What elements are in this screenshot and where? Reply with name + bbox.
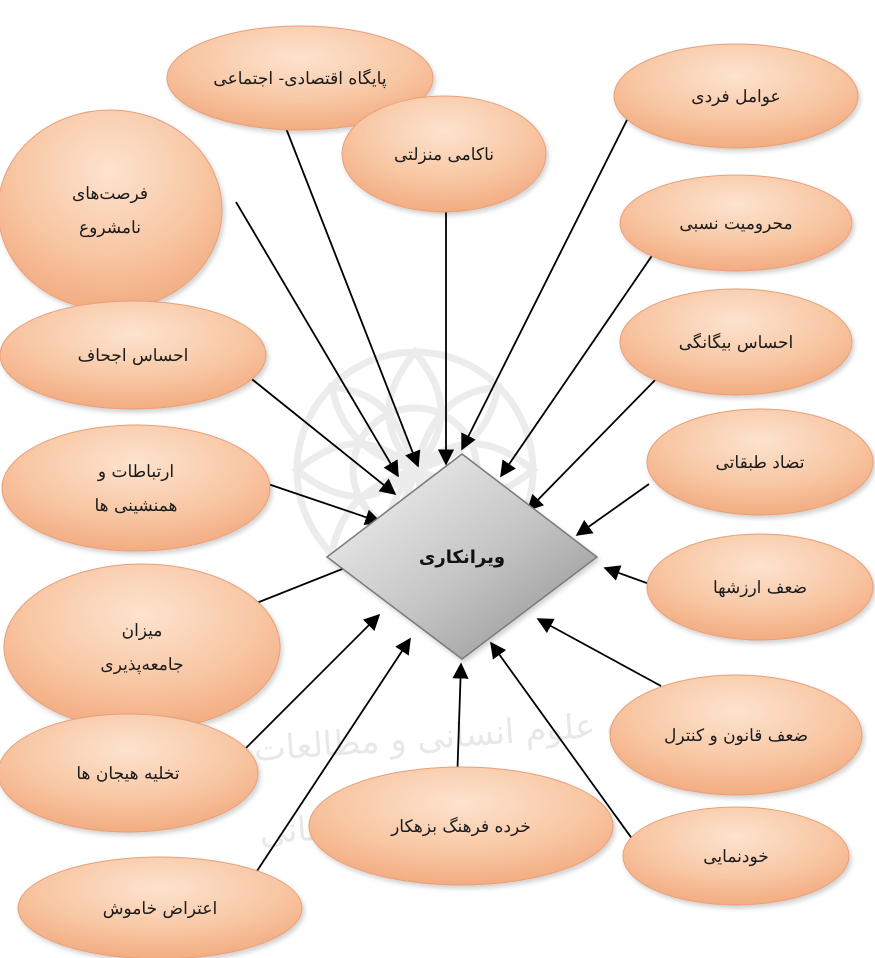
- node-ellipse: [0, 109, 223, 311]
- arrow-4: [235, 201, 399, 478]
- node-ellipse: [622, 806, 850, 906]
- node-label: همنشینی ها: [94, 496, 177, 516]
- node-ellipse: [619, 174, 853, 272]
- arrow-10: [603, 565, 656, 587]
- arrow-16: [254, 637, 411, 875]
- arrow-7: [526, 373, 662, 512]
- node-5: محرومیت نسبی: [619, 174, 853, 272]
- node-ellipse: [308, 766, 614, 886]
- node-ellipse: [646, 533, 874, 641]
- node-8: ارتباطات و همنشینی ها: [1, 424, 271, 552]
- node-label: محرومیت نسبی: [679, 214, 792, 234]
- arrow-8: [267, 483, 382, 525]
- node-13: تخلیه هیجان ها: [0, 713, 259, 833]
- center-node: ویرانکاری: [325, 453, 599, 660]
- node-ellipse: [613, 43, 859, 149]
- node-label: ضعف ارزشها: [713, 578, 807, 598]
- node-label: ضعف قانون و کنترل: [664, 726, 808, 746]
- arrow-6: [247, 375, 397, 496]
- node-ellipse: [3, 563, 281, 731]
- node-1: پایگاه اقتصادی- اجتماعی: [166, 25, 434, 131]
- node-3: ناکامی منزلتی: [341, 95, 547, 213]
- arrow-13: [236, 613, 381, 758]
- arrow-9: [575, 483, 650, 536]
- node-11: میزان جامعه‌پذیری: [3, 563, 281, 731]
- node-16: اعتراض خاموش: [17, 856, 303, 958]
- arrow-12: [536, 618, 662, 687]
- node-9: تضاد طبقاتی: [646, 408, 874, 516]
- arrow-2: [461, 83, 646, 451]
- node-label: عوامل فردی: [691, 87, 780, 107]
- nodes-layer: پایگاه اقتصادی- اجتماعی عوامل فردی ناکامی …: [0, 25, 874, 958]
- node-10: ضعف ارزشها: [646, 533, 874, 641]
- node-ellipse: [166, 25, 434, 131]
- node-4: فرصت‌های نامشروع: [0, 109, 223, 311]
- arrows-layer: [235, 83, 662, 875]
- node-label: اعتراض خاموش: [103, 899, 217, 919]
- node-label: جامعه‌پذیری: [100, 655, 183, 675]
- node-ellipse: [619, 288, 853, 396]
- node-ellipse: [17, 856, 303, 958]
- node-label: ناکامی منزلتی: [394, 145, 494, 165]
- node-label: تضاد طبقاتی: [716, 453, 805, 473]
- node-label: میزان: [122, 621, 163, 641]
- arrow-15: [490, 641, 639, 848]
- center-label: ویرانکاری: [419, 547, 505, 568]
- node-7: احساس بیگانگی: [619, 288, 853, 396]
- node-6: احساس اجحاف: [0, 300, 267, 410]
- arrow-1: [281, 117, 421, 468]
- node-label: فرصت‌های: [72, 184, 148, 204]
- node-label: ارتباطات و: [97, 462, 174, 482]
- node-14: خرده فرهنگ بزهکار: [308, 766, 614, 886]
- node-ellipse: [609, 674, 863, 796]
- node-label: نامشروع: [79, 218, 141, 238]
- node-label: تخلیه هیجان ها: [76, 764, 180, 784]
- node-ellipse: [646, 408, 874, 516]
- arrow-5: [500, 243, 661, 478]
- node-12: ضعف قانون و کنترل: [609, 674, 863, 796]
- node-ellipse: [1, 424, 271, 552]
- node-2: عوامل فردی: [613, 43, 859, 149]
- node-label: خودنمایی: [703, 847, 769, 867]
- node-label: پایگاه اقتصادی- اجتماعی: [213, 68, 386, 89]
- node-ellipse: [0, 713, 259, 833]
- node-ellipse: [341, 95, 547, 213]
- node-label: احساس اجحاف: [78, 346, 189, 366]
- node-label: خرده فرهنگ بزهکار: [390, 816, 531, 837]
- node-ellipse: [0, 300, 267, 410]
- node-15: خودنمایی: [622, 806, 850, 906]
- node-label: احساس بیگانگی: [679, 332, 793, 353]
